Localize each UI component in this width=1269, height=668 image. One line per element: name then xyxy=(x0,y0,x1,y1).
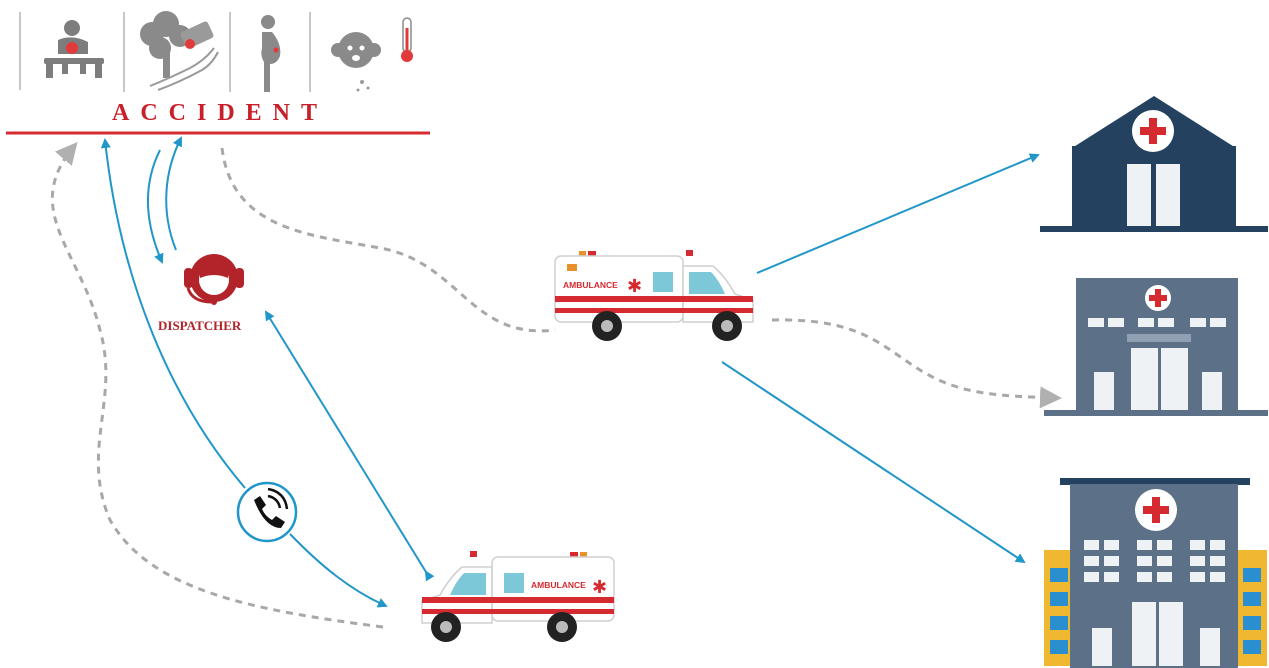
accident-title: ACCIDENT xyxy=(60,100,380,127)
arrow-phone-to-ambulance xyxy=(290,534,386,606)
hospital-icon xyxy=(1044,478,1267,668)
ambulance-icon: AMBULANCE ✱ xyxy=(555,250,753,341)
svg-text:✱: ✱ xyxy=(592,577,607,598)
connection-lines xyxy=(52,138,1058,627)
cpr-icon xyxy=(44,20,104,78)
sick-child-fever-icon xyxy=(331,18,413,92)
dashed-path-to-hospital-mid xyxy=(772,320,1058,398)
hospital-icon xyxy=(1044,278,1268,416)
arrow-to-hospital-top xyxy=(757,155,1038,273)
svg-text:✱: ✱ xyxy=(627,276,642,297)
pregnant-woman-icon xyxy=(261,15,280,92)
arrow-phone-to-accident xyxy=(105,140,245,488)
phone-call-icon xyxy=(238,483,296,541)
headset-icon xyxy=(184,254,244,305)
dashed-return-path-to-accident xyxy=(52,145,383,627)
ambulance-1-label: AMBULANCE xyxy=(563,280,618,290)
arrow-dispatcher-ambulance xyxy=(266,312,426,572)
ambulance-2-label: AMBULANCE xyxy=(531,580,586,590)
arrow-accident-to-dispatcher xyxy=(148,150,162,262)
dashed-path-accident-to-ambulance xyxy=(222,148,555,331)
car-crash-tree-icon xyxy=(140,11,218,90)
dispatcher-label: DISPATCHER xyxy=(158,318,278,334)
arrow-dispatcher-to-accident xyxy=(166,138,181,250)
ambulance-icon: AMBULANCE ✱ xyxy=(422,551,614,642)
hospital-icon xyxy=(1040,96,1268,232)
accident-icon-strip xyxy=(20,11,413,92)
